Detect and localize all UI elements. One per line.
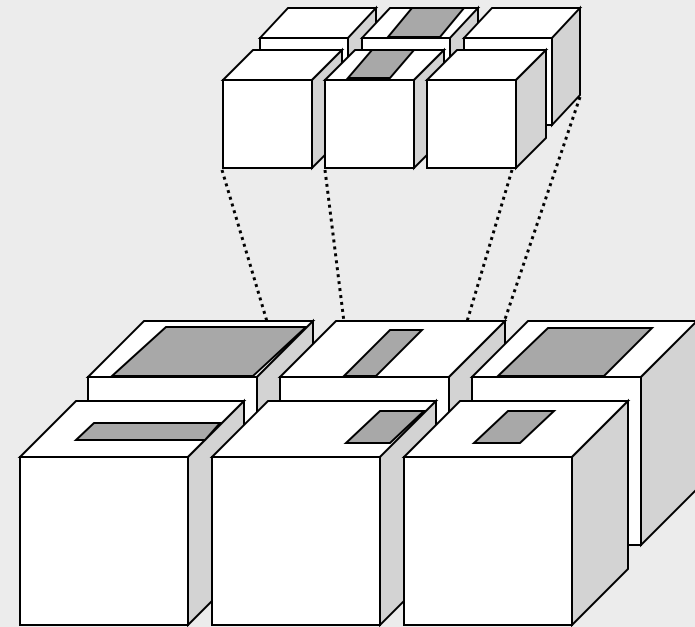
slot-highlight	[73, 422, 223, 441]
slot-highlight	[345, 49, 417, 79]
cube-front-face	[426, 79, 517, 169]
connector-line	[323, 169, 346, 323]
slot-highlight	[385, 7, 467, 38]
cube-front-face	[211, 456, 381, 626]
slot-highlight	[109, 326, 309, 377]
cube-front-face	[324, 79, 415, 169]
cube-front-face	[222, 79, 313, 169]
small-cube-front-2	[424, 47, 549, 171]
cube-front-face	[403, 456, 573, 626]
large-cube-front-1	[209, 398, 439, 627]
cube-front-face	[19, 456, 189, 626]
large-cube-front-2	[401, 398, 631, 627]
slot-highlight	[495, 327, 655, 377]
slot-highlight	[471, 410, 557, 444]
slot-highlight	[341, 329, 425, 377]
slot-highlight	[343, 410, 427, 444]
large-cube-front-0	[17, 398, 247, 627]
connector-line	[496, 96, 582, 341]
